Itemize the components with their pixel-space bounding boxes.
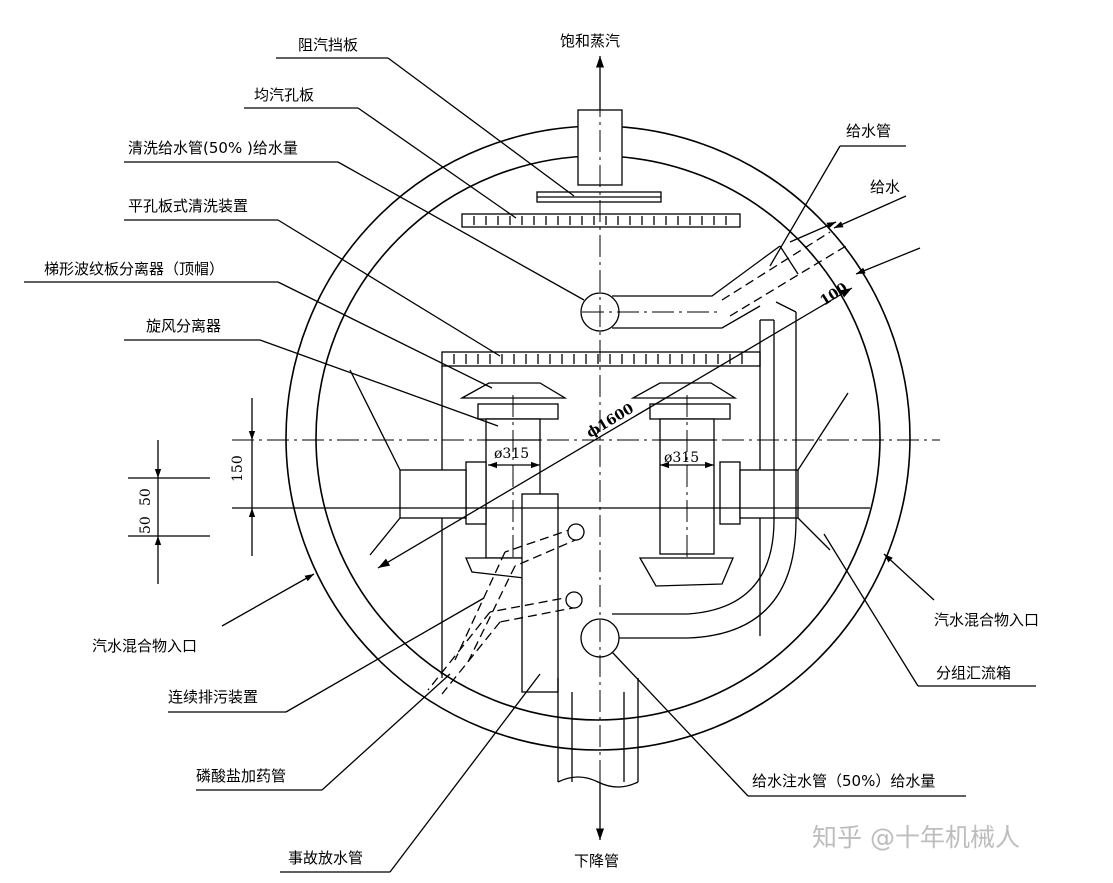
label-emergency-drain: 事故放水管 bbox=[280, 673, 541, 873]
svg-text:给水管: 给水管 bbox=[846, 122, 891, 140]
label-corrugated-separator: 梯形波纹板分离器（顶帽） bbox=[24, 260, 493, 389]
svg-text:150: 150 bbox=[230, 455, 246, 482]
label-saturated-steam: 饱和蒸汽 bbox=[560, 32, 620, 50]
svg-text:给水: 给水 bbox=[870, 178, 900, 196]
svg-text:分组汇流箱: 分组汇流箱 bbox=[936, 664, 1011, 682]
label-feedwater-pipe: 给水管 bbox=[769, 122, 906, 267]
label-continuous-blowdown: 连续排污装置 bbox=[168, 597, 485, 713]
svg-text:磷酸盐加药管: 磷酸盐加药管 bbox=[196, 767, 286, 785]
downcomer-pipe bbox=[557, 678, 639, 788]
svg-text:旋风分离器: 旋风分离器 bbox=[146, 317, 221, 335]
right-diameter-dim: ø315 bbox=[660, 450, 714, 469]
label-downcomer: 下降管 bbox=[574, 852, 619, 870]
svg-text:汽水混合物入口: 汽水混合物入口 bbox=[934, 611, 1039, 629]
left-vertical-dimensions: 150 50 50 bbox=[128, 398, 256, 584]
gap-100-dimension: 100 bbox=[789, 221, 921, 309]
label-feedwater-injection: 给水注水管（50%）给水量 bbox=[611, 651, 966, 797]
wash-water-pipe bbox=[580, 245, 799, 332]
svg-text:梯形波纹板分离器（顶帽）: 梯形波纹板分离器（顶帽） bbox=[44, 260, 224, 278]
label-equalizing-plate: 均汽孔板 bbox=[244, 86, 517, 219]
label-steam-baffle: 阻汽挡板 bbox=[276, 36, 575, 197]
label-cyclone-separator: 旋风分离器 bbox=[124, 317, 499, 427]
watermark: 知乎 @十年机械人 bbox=[812, 823, 1020, 852]
svg-text:ø315: ø315 bbox=[664, 450, 699, 466]
svg-text:ø315: ø315 bbox=[494, 446, 529, 462]
svg-text:清洗给水管(50% )给水量: 清洗给水管(50% )给水量 bbox=[128, 139, 298, 157]
label-perforated-wash: 平孔板式清洗装置 bbox=[124, 197, 501, 357]
label-header-box: 分组汇流箱 bbox=[823, 533, 1036, 687]
label-phosphate-pipe: 磷酸盐加药管 bbox=[196, 673, 451, 791]
svg-text:事故放水管: 事故放水管 bbox=[288, 849, 363, 867]
right-inlet-pipe bbox=[739, 392, 849, 551]
drum-diameter-value: ϕ1600 bbox=[584, 401, 637, 442]
svg-text:均汽孔板: 均汽孔板 bbox=[254, 86, 314, 104]
drum-diameter-dim-line bbox=[377, 287, 853, 569]
perforated-wash-plate bbox=[441, 351, 761, 367]
left-inlet-pipe bbox=[349, 369, 467, 556]
label-wash-water-pipe: 清洗给水管(50% )给水量 bbox=[124, 139, 585, 301]
svg-text:50: 50 bbox=[138, 488, 154, 506]
svg-text:汽水混合物入口: 汽水混合物入口 bbox=[92, 637, 197, 655]
label-mixture-inlet-right: 汽水混合物入口 bbox=[883, 553, 1039, 629]
label-mixture-inlet-left: 汽水混合物入口 bbox=[92, 573, 315, 655]
svg-text:阻汽挡板: 阻汽挡板 bbox=[298, 36, 358, 54]
label-feedwater: 给水 bbox=[833, 178, 907, 229]
steam-baffle bbox=[536, 191, 662, 203]
equalizing-perforated-plate bbox=[461, 213, 741, 228]
left-diameter-dim: ø315 bbox=[488, 446, 540, 469]
svg-text:给水注水管（50%）给水量: 给水注水管（50%）给水量 bbox=[752, 772, 935, 790]
svg-text:平孔板式清洗装置: 平孔板式清洗装置 bbox=[128, 197, 248, 215]
emergency-drain-pipe bbox=[521, 493, 559, 693]
svg-text:50: 50 bbox=[138, 516, 154, 534]
svg-text:连续排污装置: 连续排污装置 bbox=[168, 688, 258, 706]
